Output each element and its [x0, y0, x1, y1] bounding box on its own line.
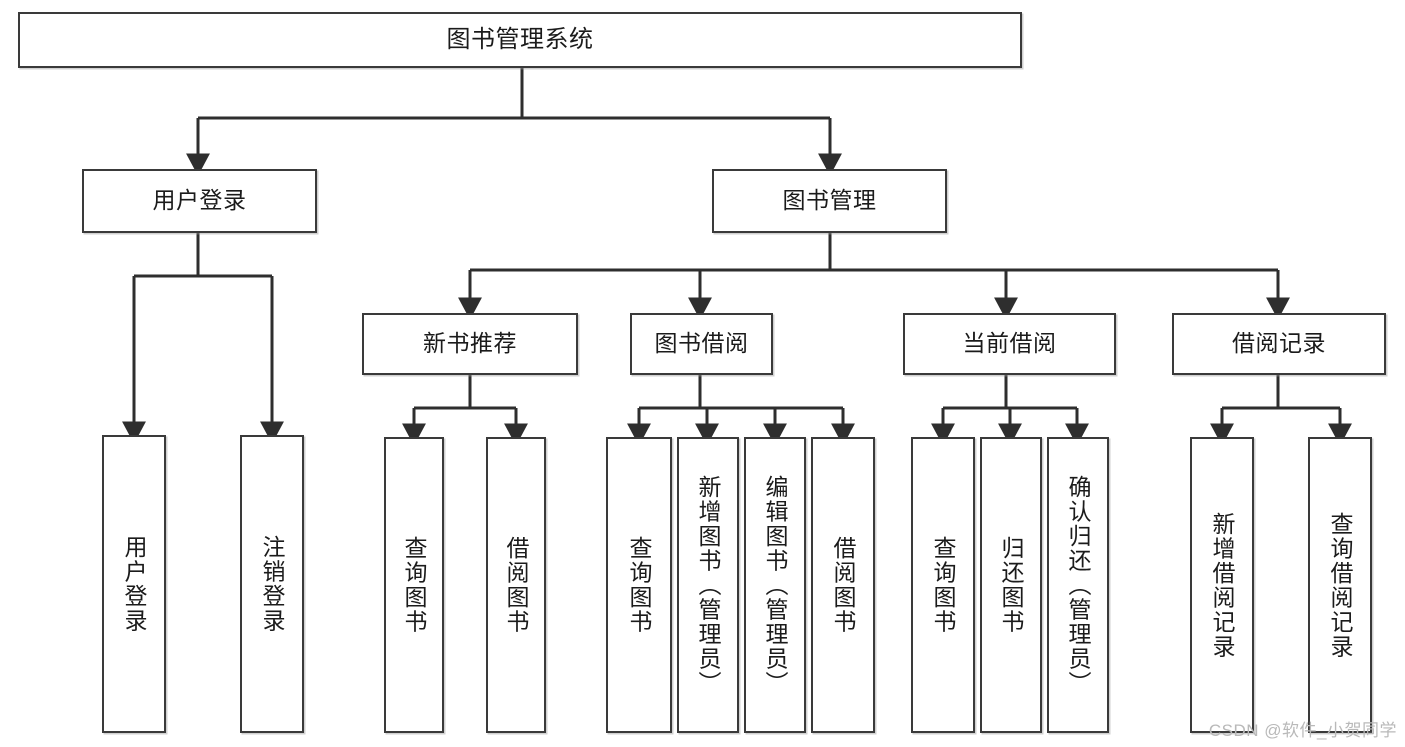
node-label: 查询图书: [401, 536, 428, 634]
node-label: 新增借阅记录: [1209, 511, 1236, 659]
leaf-query-book-borrow[interactable]: 查询图书: [606, 437, 672, 733]
leaf-edit-book-admin[interactable]: 编辑图书（管理员）: [744, 437, 806, 733]
node-label: 图书管理系统: [446, 25, 594, 53]
leaf-borrow-book-newbook[interactable]: 借阅图书: [486, 437, 546, 733]
leaf-logout-login[interactable]: 注销登录: [240, 435, 304, 733]
leaf-query-book-current[interactable]: 查询图书: [911, 437, 975, 733]
node-label: 借阅图书: [830, 536, 857, 634]
node-label: 借阅记录: [1232, 330, 1326, 357]
node-user-login[interactable]: 用户登录: [82, 169, 317, 233]
node-borrow-record[interactable]: 借阅记录: [1172, 313, 1386, 375]
leaf-add-borrow-record[interactable]: 新增借阅记录: [1190, 437, 1254, 733]
node-label: 查询图书: [626, 536, 653, 634]
node-label: 注销登录: [259, 535, 286, 633]
leaf-return-book[interactable]: 归还图书: [980, 437, 1042, 733]
node-label: 查询借阅记录: [1327, 511, 1354, 659]
leaf-borrow-book[interactable]: 借阅图书: [811, 437, 875, 733]
node-label: 查询图书: [930, 536, 957, 634]
node-label: 图书管理: [782, 187, 877, 214]
node-label: 用户登录: [121, 535, 148, 633]
node-label: 新书推荐: [423, 330, 517, 357]
node-label: 用户登录: [152, 187, 247, 214]
node-book-management[interactable]: 图书管理: [712, 169, 947, 233]
node-label: 确认归还（管理员）: [1065, 474, 1092, 696]
leaf-query-book-newbook[interactable]: 查询图书: [384, 437, 444, 733]
leaf-add-book-admin[interactable]: 新增图书（管理员）: [677, 437, 739, 733]
node-new-book-recommend[interactable]: 新书推荐: [362, 313, 578, 375]
node-label: 当前借阅: [962, 330, 1057, 357]
node-root-system[interactable]: 图书管理系统: [18, 12, 1022, 68]
leaf-user-login[interactable]: 用户登录: [102, 435, 166, 733]
leaf-confirm-return-admin[interactable]: 确认归还（管理员）: [1047, 437, 1109, 733]
node-book-borrow[interactable]: 图书借阅: [630, 313, 773, 375]
watermark-text: CSDN @软件_小贺同学: [1208, 721, 1397, 740]
leaf-query-borrow-record[interactable]: 查询借阅记录: [1308, 437, 1372, 733]
node-label: 新增图书（管理员）: [695, 474, 722, 696]
node-label: 编辑图书（管理员）: [762, 474, 789, 696]
node-label: 图书借阅: [654, 330, 749, 357]
node-label: 借阅图书: [503, 536, 530, 634]
node-label: 归还图书: [998, 536, 1025, 634]
node-current-borrow[interactable]: 当前借阅: [903, 313, 1116, 375]
